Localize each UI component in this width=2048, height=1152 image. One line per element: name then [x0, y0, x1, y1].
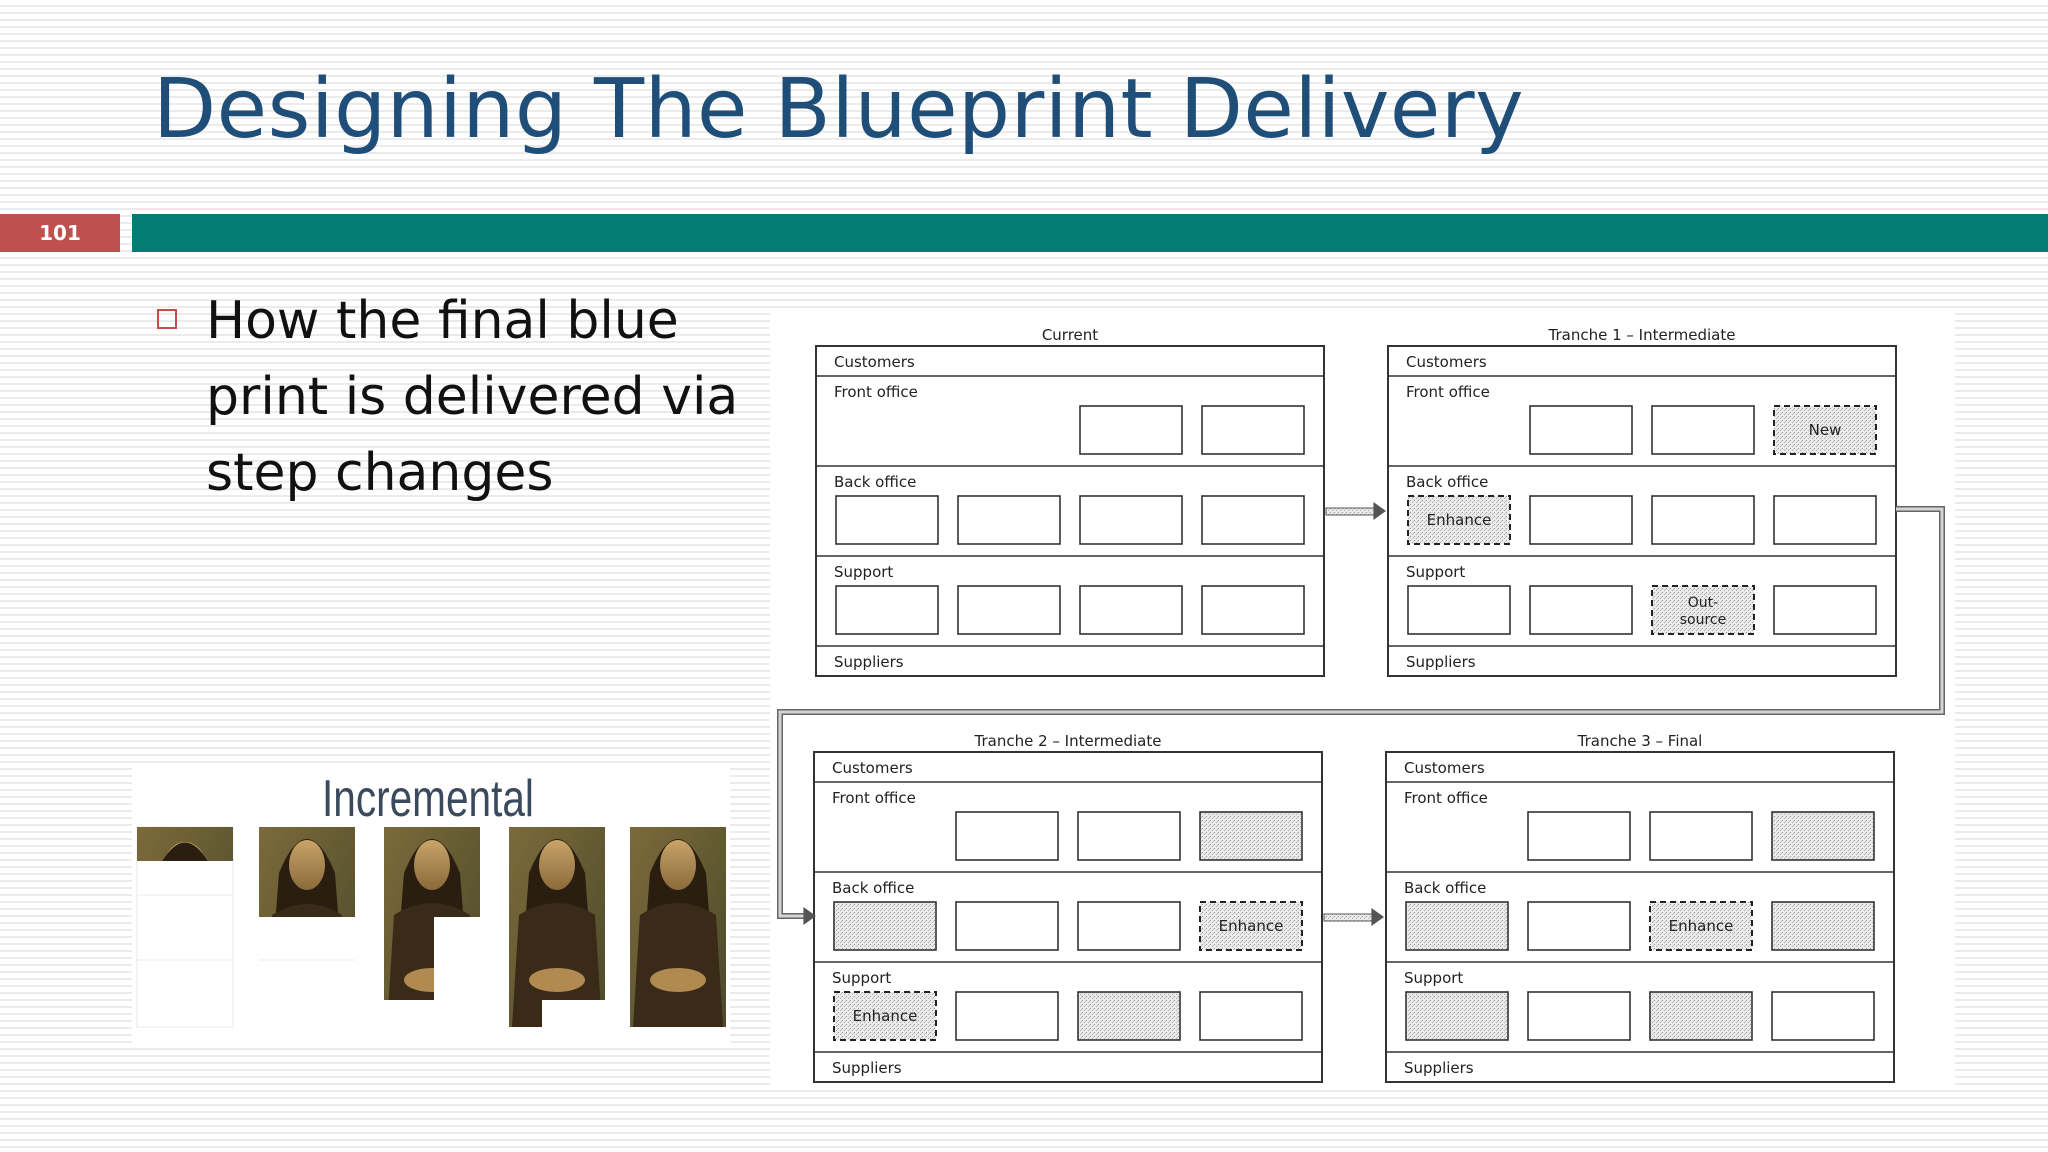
row-label-suppliers: Suppliers [1404, 1059, 1474, 1077]
painting-step-2 [259, 827, 355, 961]
incremental-label: Incremental [322, 770, 534, 828]
row-label-support: Support [832, 969, 891, 987]
cell-blank [1527, 901, 1631, 951]
row-label-customers: Customers [1406, 353, 1487, 371]
row-label-front-office: Front office [1406, 383, 1490, 401]
row-label-support: Support [834, 563, 893, 581]
cell-blank [1651, 405, 1755, 455]
row-label-customers: Customers [834, 353, 915, 371]
cell-blank [1651, 495, 1755, 545]
panel-title: Tranche 2 – Intermediate [974, 732, 1162, 750]
panel-title: Tranche 1 – Intermediate [1548, 326, 1736, 344]
panel-title: Current [1042, 326, 1098, 344]
cell-blank [1527, 991, 1631, 1041]
cell-blank [1771, 991, 1875, 1041]
svg-text:source: source [1680, 612, 1727, 628]
incremental-painting-steps [136, 826, 726, 1028]
cell-blank [1527, 811, 1631, 861]
bullet-square-icon [157, 309, 177, 329]
row-label-support: Support [1406, 563, 1465, 581]
cell-blank [1079, 585, 1183, 635]
row-label-support: Support [1404, 969, 1463, 987]
row-label-suppliers: Suppliers [832, 1059, 902, 1077]
arrow-tranche1-to-tranche2 [777, 506, 1945, 925]
cell-blank [1201, 405, 1305, 455]
cell-blank [955, 991, 1059, 1041]
cell-enhance: Enhance [833, 991, 937, 1041]
cell-blank [1649, 811, 1753, 861]
cell-blank [1077, 901, 1181, 951]
incremental-graphic: Incremental [132, 765, 730, 1045]
svg-text:New: New [1809, 421, 1842, 439]
row-label-suppliers: Suppliers [1406, 653, 1476, 671]
cell-blank [1529, 495, 1633, 545]
row-label-front-office: Front office [832, 789, 916, 807]
cell-shaded [833, 901, 937, 951]
cell-blank [1079, 495, 1183, 545]
svg-text:Enhance: Enhance [853, 1007, 918, 1025]
svg-text:Enhance: Enhance [1219, 917, 1284, 935]
cell-blank [1199, 991, 1303, 1041]
cell-blank [835, 585, 939, 635]
cell-blank [1077, 811, 1181, 861]
row-label-customers: Customers [1404, 759, 1485, 777]
svg-text:Enhance: Enhance [1427, 511, 1492, 529]
cell-shaded [1405, 991, 1509, 1041]
cell-shaded [1771, 811, 1875, 861]
row-label-back-office: Back office [834, 473, 916, 491]
slide-number: 101 [0, 214, 120, 252]
cell-blank [1773, 495, 1877, 545]
cell-shaded [1405, 901, 1509, 951]
cell-blank [1079, 405, 1183, 455]
cell-enhance: Enhance [1649, 901, 1753, 951]
cell-blank [835, 495, 939, 545]
cell-blank [1773, 585, 1877, 635]
row-label-front-office: Front office [1404, 789, 1488, 807]
cell-blank [1529, 585, 1633, 635]
row-label-customers: Customers [832, 759, 913, 777]
cell-blank [955, 901, 1059, 951]
row-label-back-office: Back office [1404, 879, 1486, 897]
arrow-current-to-tranche1 [1325, 502, 1386, 520]
cell-shaded [1771, 901, 1875, 951]
row-label-front-office: Front office [834, 383, 918, 401]
svg-text:Out-: Out- [1688, 595, 1718, 611]
cell-new: New [1773, 405, 1877, 455]
cell-out-source: Out-source [1651, 585, 1755, 635]
cell-blank [957, 495, 1061, 545]
svg-text:Enhance: Enhance [1669, 917, 1734, 935]
cell-blank [957, 585, 1061, 635]
cell-shaded [1199, 811, 1303, 861]
cell-blank [1201, 495, 1305, 545]
slide-title: Designing The Blueprint Delivery [153, 62, 1525, 157]
painting-step-5 [630, 827, 726, 1027]
row-label-back-office: Back office [832, 879, 914, 897]
bullet-text: How the final blue print is delivered vi… [206, 291, 739, 503]
title-divider-bar [132, 214, 2048, 252]
cell-shaded [1077, 991, 1181, 1041]
painting-step-1 [136, 826, 234, 1028]
cell-blank [1407, 585, 1511, 635]
row-label-back-office: Back office [1406, 473, 1488, 491]
row-label-suppliers: Suppliers [834, 653, 904, 671]
arrow-tranche2-to-tranche3 [1323, 908, 1384, 926]
panel-title: Tranche 3 – Final [1577, 732, 1703, 750]
cell-enhance: Enhance [1407, 495, 1511, 545]
cell-enhance: Enhance [1199, 901, 1303, 951]
painting-step-3 [384, 827, 480, 1000]
cell-blank [955, 811, 1059, 861]
painting-step-4 [509, 827, 605, 1027]
cell-shaded [1649, 991, 1753, 1041]
cell-blank [1529, 405, 1633, 455]
cell-blank [1201, 585, 1305, 635]
